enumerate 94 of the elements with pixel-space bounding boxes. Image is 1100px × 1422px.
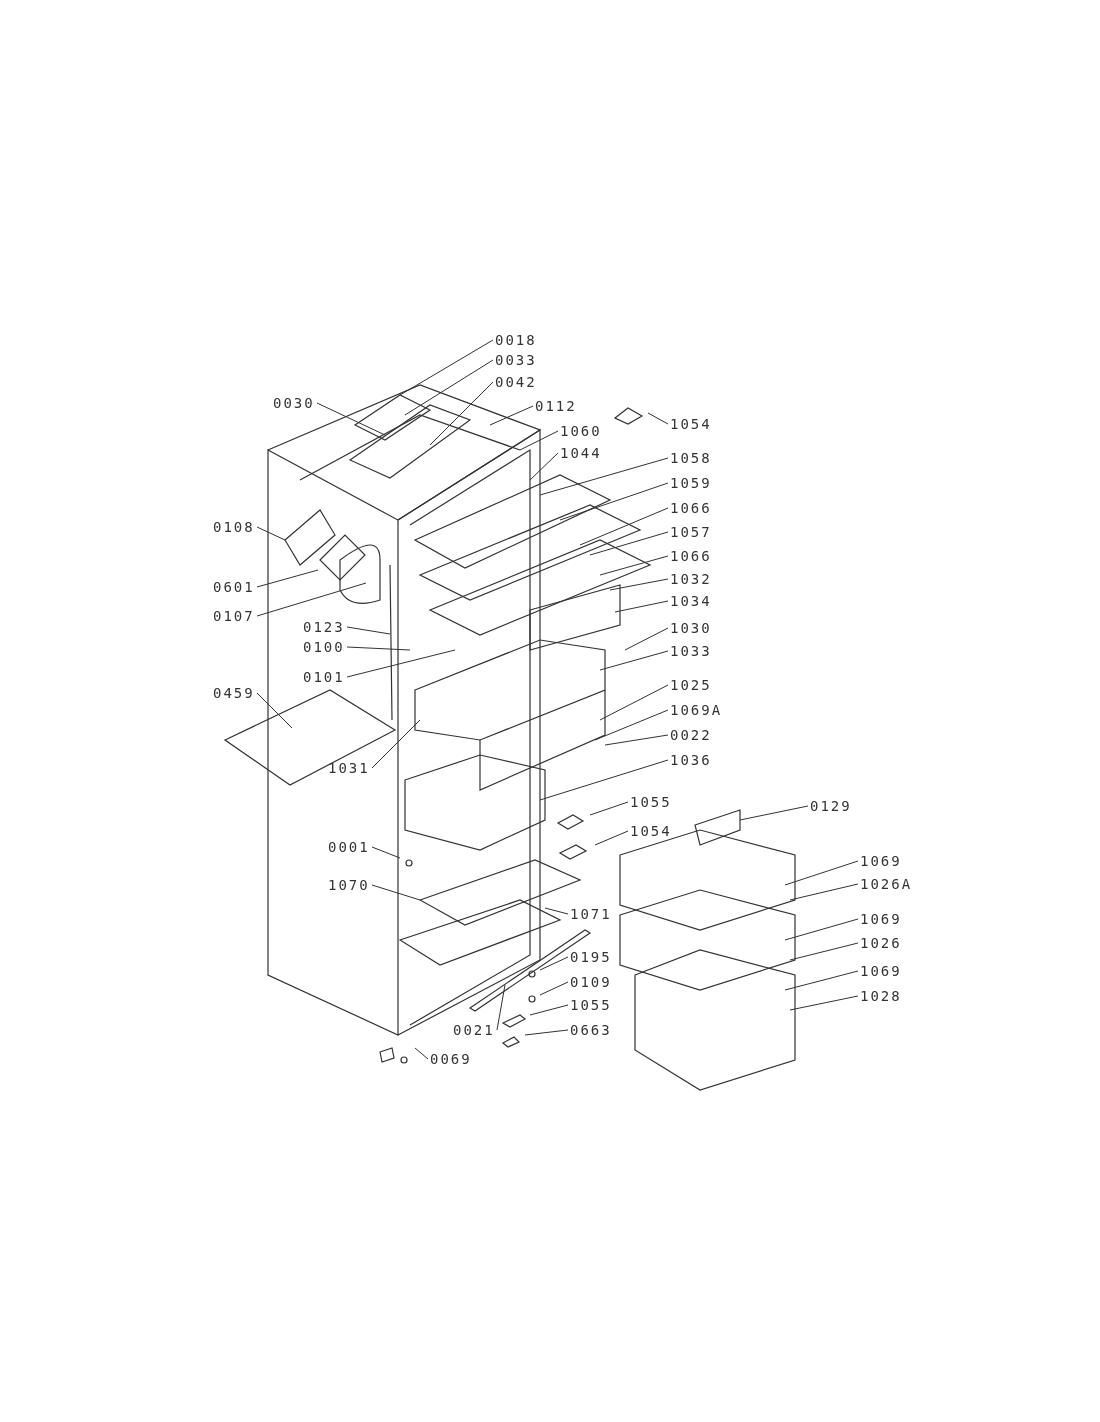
leader-line: [784, 860, 859, 886]
leader-line: [579, 507, 669, 546]
leader-line: [496, 984, 506, 1031]
callout-number: 0033: [495, 352, 537, 368]
callout-number: 0021: [453, 1022, 495, 1038]
leader-line: [316, 402, 386, 436]
leader-line: [539, 981, 569, 996]
leader-line: [784, 918, 859, 941]
leader-line: [559, 482, 669, 521]
callout-number: 1055: [570, 997, 612, 1013]
callout-number: 0601: [213, 579, 255, 595]
callout-number: 1069: [860, 911, 902, 927]
leader-line: [789, 995, 859, 1011]
callout-number: 1044: [560, 445, 602, 461]
leader-line: [256, 569, 319, 588]
callout-number: 1058: [670, 450, 712, 466]
callout-number: 0123: [303, 619, 345, 635]
leader-line: [594, 830, 629, 846]
callout-number: 0112: [535, 398, 577, 414]
callout-number: 1034: [670, 593, 712, 609]
callout-number: 1031: [328, 760, 370, 776]
leader-line: [404, 359, 494, 416]
callout-number: 0101: [303, 669, 345, 685]
callout-number: 1028: [860, 988, 902, 1004]
leader-line: [256, 582, 367, 617]
callout-number: 0663: [570, 1022, 612, 1038]
callout-number: 0001: [328, 839, 370, 855]
callout-number: 0459: [213, 685, 255, 701]
leader-line: [524, 1029, 569, 1036]
callout-number: 1026: [860, 935, 902, 951]
leader-line: [429, 381, 494, 446]
callout-number: 1032: [670, 571, 712, 587]
leader-line: [519, 430, 559, 451]
leader-line: [544, 907, 569, 915]
callout-number: 0042: [495, 374, 537, 390]
leader-line: [599, 650, 669, 671]
leader-line: [346, 649, 456, 678]
leader-line: [599, 684, 669, 721]
callout-number: 0108: [213, 519, 255, 535]
callout-number: 0030: [273, 395, 315, 411]
leader-line: [529, 1004, 569, 1016]
leader-line: [789, 942, 859, 961]
callout-number: 0018: [495, 332, 537, 348]
leader-line: [399, 339, 494, 396]
callout-number: 1069: [860, 963, 902, 979]
callout-number: 1055: [630, 794, 672, 810]
leader-line: [594, 709, 669, 741]
leader-line: [604, 734, 669, 746]
leader-line: [609, 578, 669, 591]
leader-line: [256, 692, 293, 729]
callout-number: 1026A: [860, 876, 913, 892]
leader-line: [739, 805, 809, 821]
leader-line: [529, 452, 559, 481]
leader-line: [624, 627, 669, 651]
callout-number: 1025: [670, 677, 712, 693]
leader-line: [539, 956, 569, 971]
leader-line: [589, 531, 669, 556]
callout-number: 1069: [860, 853, 902, 869]
callout-number: 1059: [670, 475, 712, 491]
leader-line: [256, 526, 286, 541]
leader-line: [346, 646, 411, 651]
callout-number: 0195: [570, 949, 612, 965]
leader-line: [371, 884, 421, 901]
callout-number: 1036: [670, 752, 712, 768]
callout-number: 0109: [570, 974, 612, 990]
leader-line: [539, 457, 669, 496]
callout-number: 0069: [430, 1051, 472, 1067]
leader-line: [371, 719, 421, 769]
callout-number: 0022: [670, 727, 712, 743]
leader-line: [589, 801, 629, 816]
callout-number: 1057: [670, 524, 712, 540]
callout-number: 0129: [810, 798, 852, 814]
leader-line: [599, 555, 669, 576]
leader-line: [414, 1047, 429, 1060]
callout-number: 1070: [328, 877, 370, 893]
callout-number: 1071: [570, 906, 612, 922]
callout-number: 1066: [670, 548, 712, 564]
callout-number: 0100: [303, 639, 345, 655]
callout-number: 1054: [670, 416, 712, 432]
leader-line: [539, 759, 669, 801]
callout-number: 0107: [213, 608, 255, 624]
leader-line: [647, 412, 669, 425]
leader-line: [784, 970, 859, 991]
leader-line: [346, 626, 391, 635]
leader-line: [489, 405, 534, 426]
leader-line: [789, 883, 859, 901]
leader-line: [371, 846, 401, 859]
callout-number: 1030: [670, 620, 712, 636]
callout-number: 1033: [670, 643, 712, 659]
callout-number: 1054: [630, 823, 672, 839]
callout-number: 1066: [670, 500, 712, 516]
callout-number: 1069A: [670, 702, 723, 718]
leader-line: [614, 600, 669, 613]
callout-number: 1060: [560, 423, 602, 439]
